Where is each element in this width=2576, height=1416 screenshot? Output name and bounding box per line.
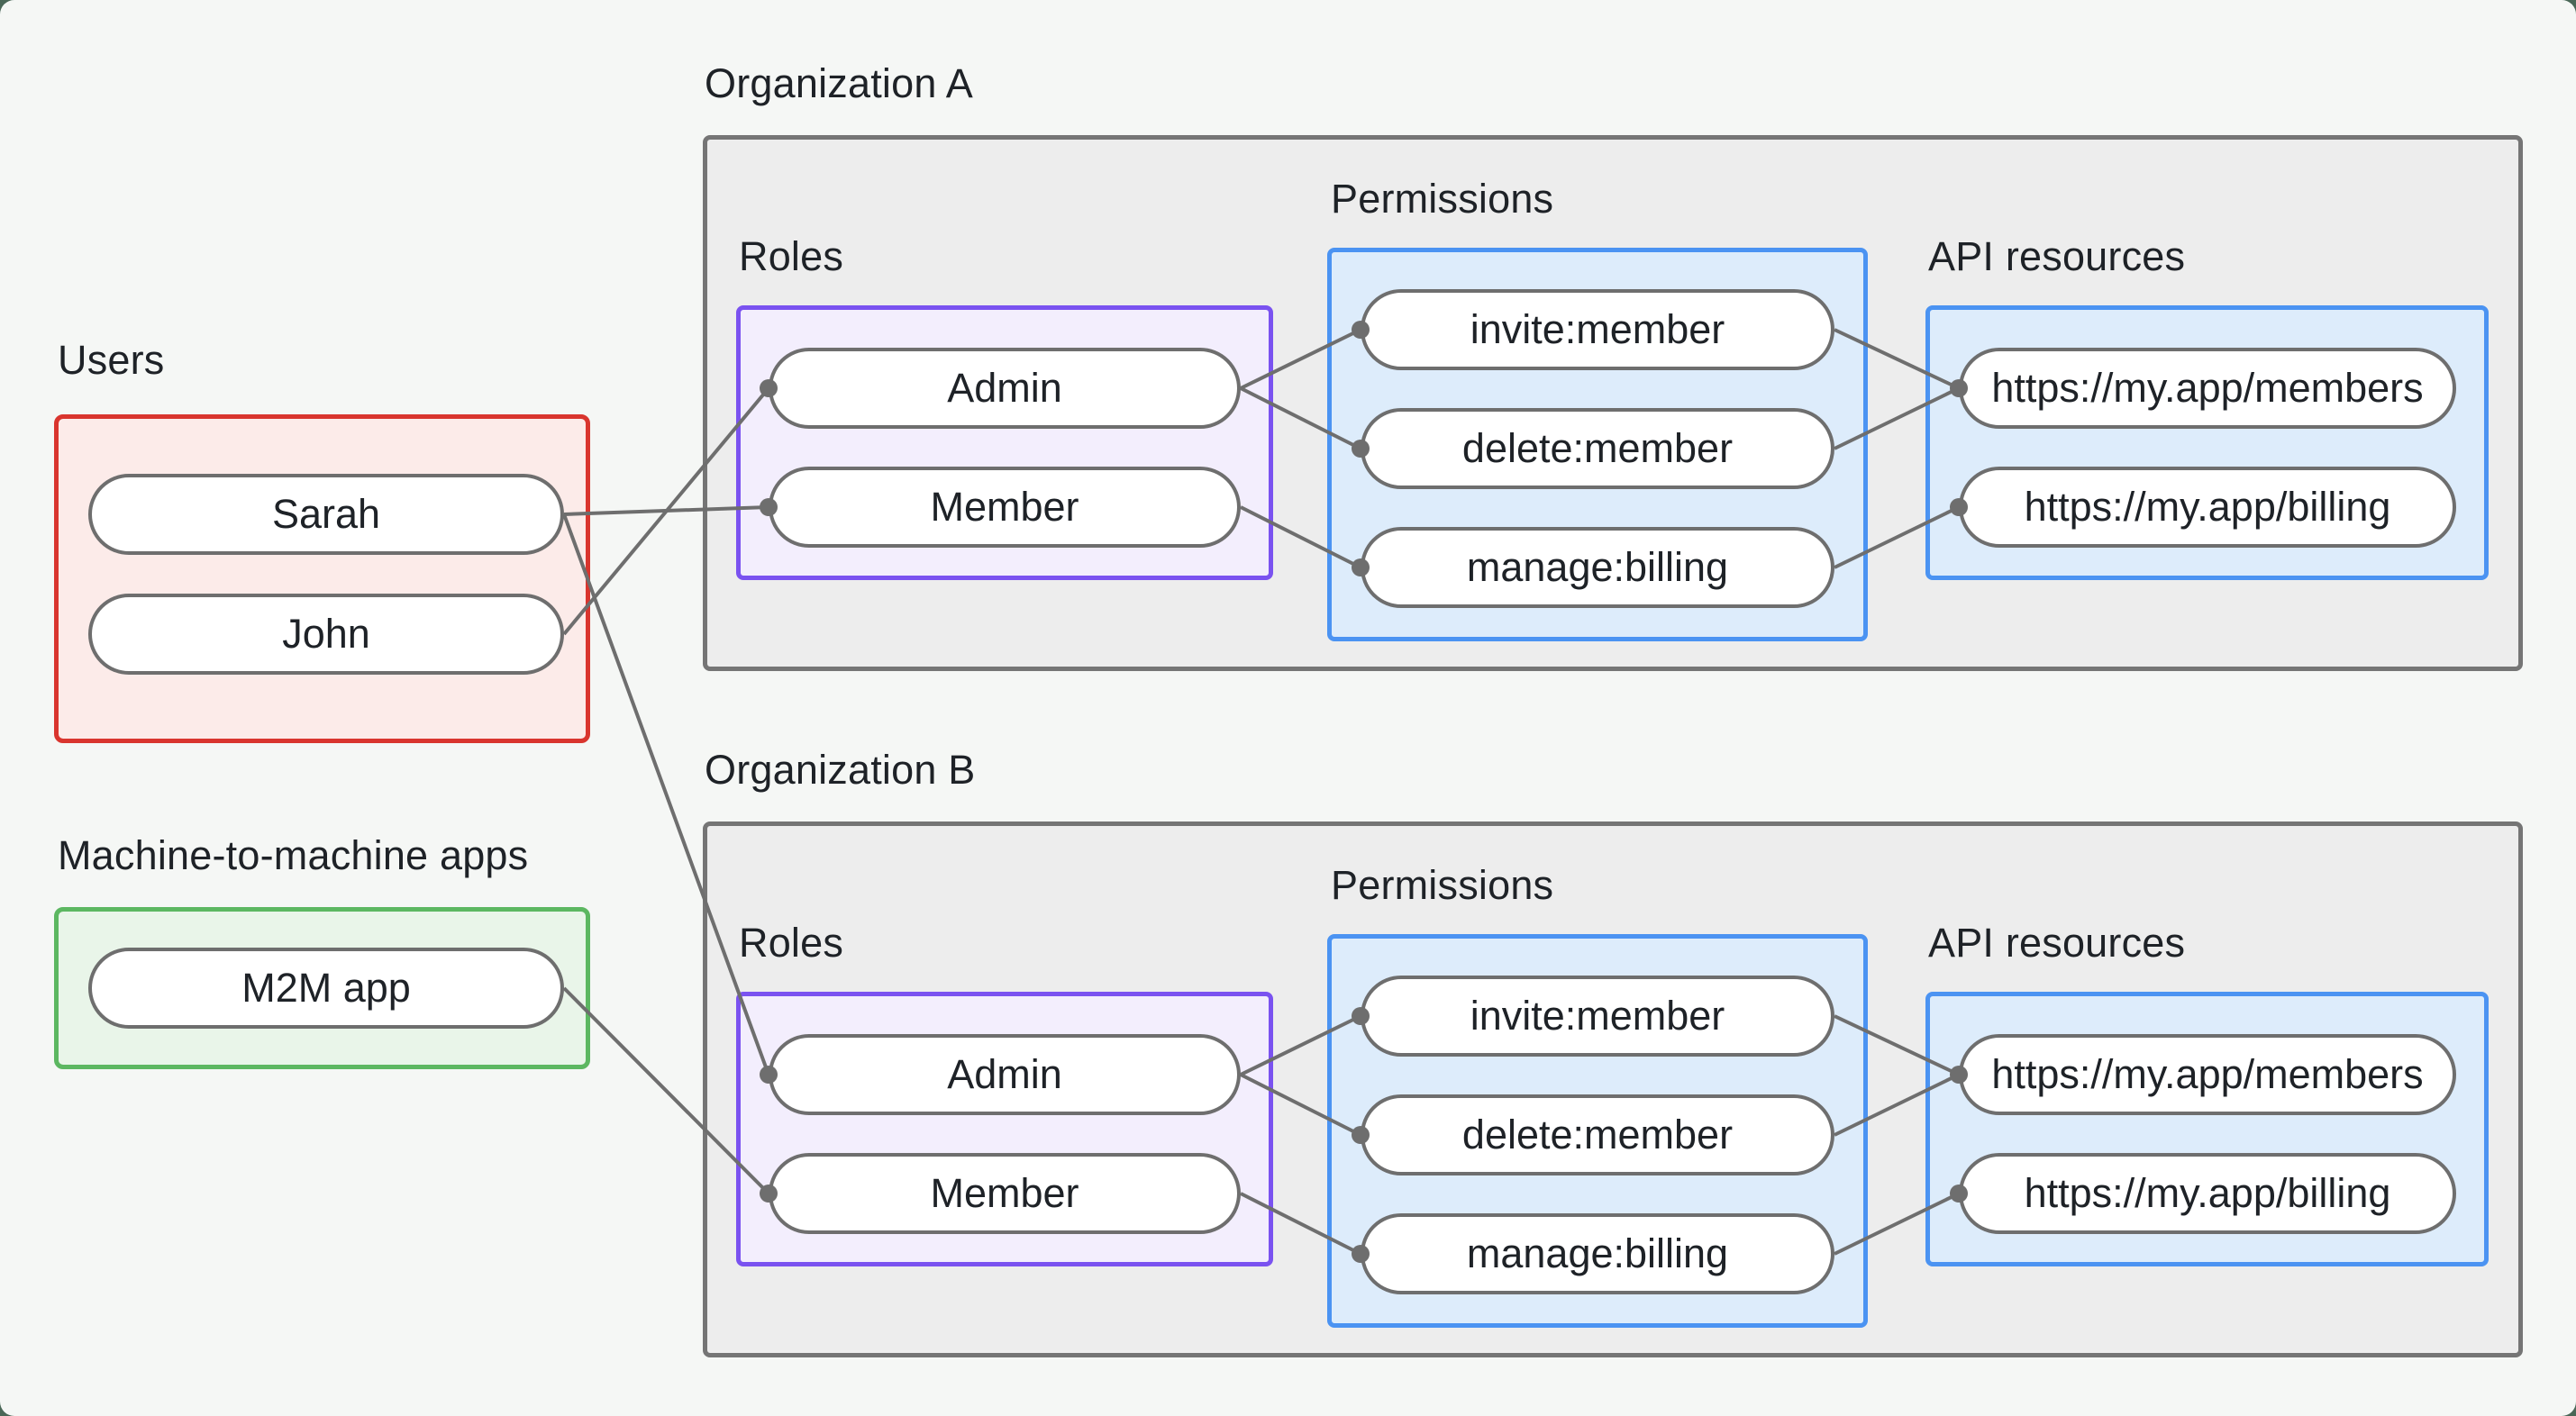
organization-a-label: Organization A [705, 60, 973, 106]
organization-b-label: Organization B [705, 747, 976, 793]
org-b-roles-label: Roles [739, 920, 844, 966]
organization-a: Organization A Roles Admin Member Permis… [703, 60, 2523, 671]
users-group-label: Users [58, 337, 165, 383]
user-node-sarah: Sarah [88, 474, 564, 555]
org-a-permissions-label: Permissions [1331, 176, 1554, 222]
org-b-permissions-label: Permissions [1331, 862, 1554, 908]
user-node-john: John [88, 594, 564, 675]
org-b-permission-manage-billing: manage:billing [1361, 1213, 1834, 1294]
org-a-permission-manage-billing: manage:billing [1361, 527, 1834, 608]
org-a-roles-label: Roles [739, 233, 844, 279]
org-b-permission-invite-member: invite:member [1361, 976, 1834, 1057]
org-b-role-admin: Admin [769, 1034, 1241, 1115]
org-a-role-admin: Admin [769, 348, 1241, 429]
org-b-api-billing: https://my.app/billing [1959, 1153, 2456, 1234]
org-a-api-members: https://my.app/members [1959, 348, 2456, 429]
org-a-permission-delete-member: delete:member [1361, 408, 1834, 489]
org-a-api-billing: https://my.app/billing [1959, 467, 2456, 548]
org-b-api-members: https://my.app/members [1959, 1034, 2456, 1115]
org-a-permission-invite-member: invite:member [1361, 289, 1834, 370]
organization-b: Organization B Roles Admin Member Permis… [0, 686, 2576, 1416]
org-b-role-member: Member [769, 1153, 1241, 1234]
org-b-api-resources-label: API resources [1928, 920, 2186, 966]
users-group-box [54, 414, 590, 743]
m2m-group-label: Machine-to-machine apps [58, 832, 529, 878]
m2m-app-node: M2M app [88, 948, 564, 1029]
org-a-api-resources-label: API resources [1928, 233, 2186, 279]
org-b-permission-delete-member: delete:member [1361, 1094, 1834, 1175]
org-a-role-member: Member [769, 467, 1241, 548]
